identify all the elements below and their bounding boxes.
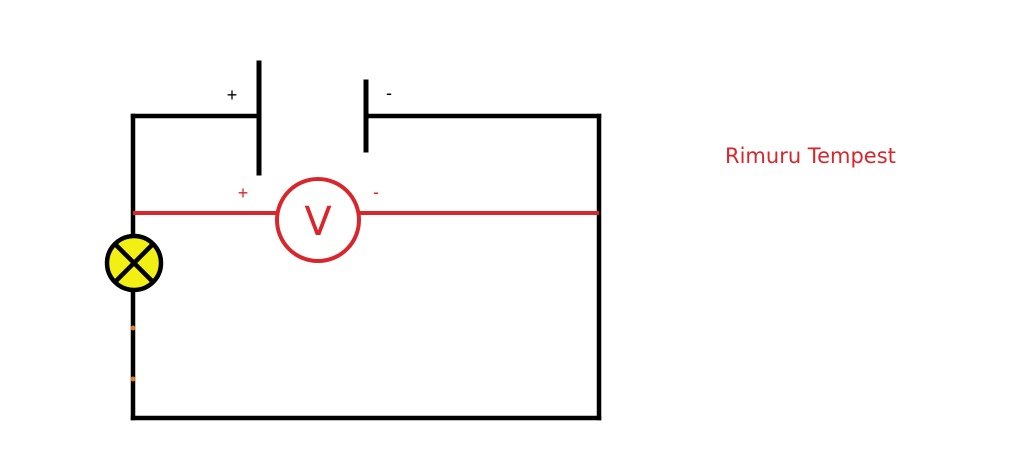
battery-positive-label: + xyxy=(227,85,238,105)
marker-dot xyxy=(130,325,136,331)
circuit-wires xyxy=(130,113,602,421)
lamp-icon xyxy=(104,233,164,293)
voltmeter-symbol: V xyxy=(304,199,332,245)
battery-negative-label: - xyxy=(386,83,392,103)
voltmeter-branch xyxy=(133,177,599,263)
voltmeter-negative-label: - xyxy=(373,182,379,202)
voltmeter-positive-label: + xyxy=(238,183,249,203)
battery-cell xyxy=(256,60,369,176)
author-name: Rimuru Tempest xyxy=(725,144,896,168)
voltmeter xyxy=(275,177,361,263)
marker-dot xyxy=(130,376,136,382)
